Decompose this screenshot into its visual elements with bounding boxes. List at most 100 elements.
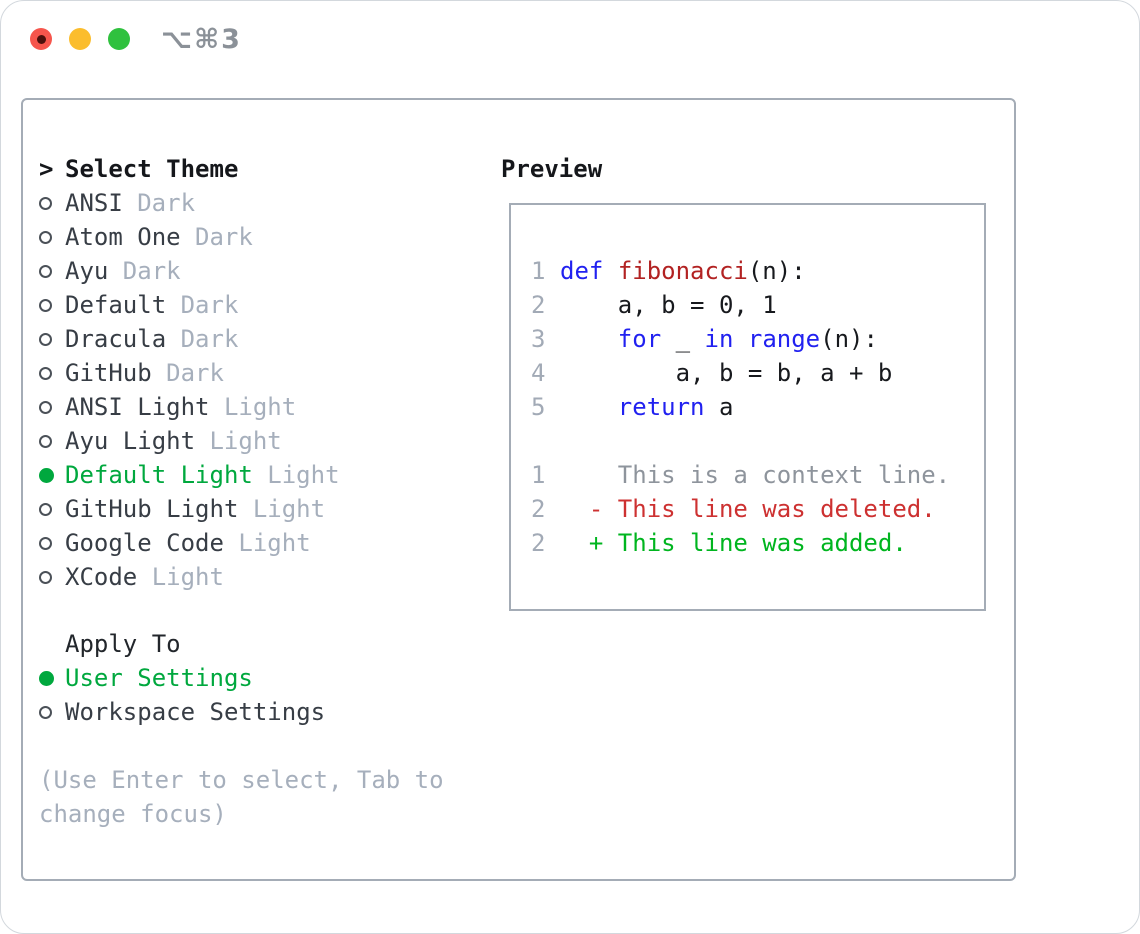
theme-name: GitHub Light [65,495,239,523]
close-button[interactable] [30,28,52,50]
record-dot-icon [36,34,46,44]
theme-name: ANSI Light [65,393,210,421]
radio-icon [39,196,52,210]
minimize-button[interactable] [69,28,91,50]
code-token: return [617,393,705,421]
code-text: return a [560,393,734,421]
theme-name: XCode [65,563,138,591]
radio-cell [39,230,65,244]
theme-name: Ayu Light [65,427,196,455]
theme-variant-label: Light [238,529,311,557]
theme-variant-label: Dark [166,359,224,387]
theme-option-ayu-light[interactable]: Ayu Light Light [39,424,444,458]
code-token: fibonacci [617,257,748,285]
radio-cell [39,366,65,380]
radio-cell [39,705,65,719]
code-text: for _ in range(n): [560,325,878,353]
radio-selected-icon [39,670,54,686]
help-text-line-1: (Use Enter to select, Tab to [39,766,444,794]
code-token: a, b = 0, 1 [560,291,777,319]
code-token: a, b = b, a + b [560,359,893,387]
code-token: _ [661,325,705,353]
diff-line-added: 2 + This line was added. [531,526,984,560]
apply-option-user-settings[interactable]: User Settings [39,661,444,695]
radio-cell [39,467,65,483]
code-token [733,325,747,353]
radio-icon [39,536,52,550]
theme-variant-label: Light [223,393,297,421]
theme-variant-label: Light [252,495,326,523]
radio-icon [39,230,52,244]
theme-option-default[interactable]: Default Dark [39,288,444,322]
theme-name: Default [65,291,167,319]
theme-variant-label: Light [209,427,282,455]
radio-cell [39,434,65,448]
radio-icon [39,570,52,584]
radio-cell [39,196,65,210]
code-line: 4 a, b = b, a + b [531,356,984,390]
code-text: def fibonacci(n): [560,257,806,285]
radio-selected-icon [39,467,54,483]
theme-option-github-light[interactable]: GitHub Light Light [39,492,444,526]
radio-cell [39,298,65,312]
code-token: a [704,393,734,421]
apply-to-header: Apply To [39,627,444,661]
line-number: 4 [531,359,546,387]
theme-option-xcode[interactable]: XCode Light [39,560,444,594]
theme-name: GitHub [65,359,152,387]
radio-cell [39,570,65,584]
theme-variant-label: Light [151,563,224,591]
code-token [560,325,618,353]
diff-line-context: 1 This is a context line. [531,458,984,492]
apply-option-workspace-settings[interactable]: Workspace Settings [39,695,444,729]
code-token: range [747,325,821,353]
line-number: 5 [531,393,546,421]
radio-cell [39,264,65,278]
theme-name: Atom One [65,223,181,251]
radio-icon [39,434,52,448]
radio-icon [39,264,52,278]
line-number: 2 [531,495,546,523]
code-text: a, b = b, a + b [560,359,893,387]
code-line: 5 return a [531,390,984,424]
radio-cell [39,502,65,516]
theme-option-github[interactable]: GitHub Dark [39,356,444,390]
theme-variant-label: Dark [180,291,239,319]
help-text-line-2: change focus) [39,800,227,828]
zoom-button[interactable] [108,28,130,50]
code-text: a, b = 0, 1 [560,291,777,319]
diff-text: - This line was deleted. [560,495,936,523]
theme-variant-label: Dark [122,257,181,285]
help-text: (Use Enter to select, Tab to change focu… [39,763,444,831]
radio-cell [39,400,65,414]
theme-name: ANSI [65,189,123,217]
theme-option-ansi-light[interactable]: ANSI Light Light [39,390,444,424]
line-number: 2 [531,291,546,319]
blank-line [531,424,984,458]
titlebar: ⌥⌘3 [30,24,242,55]
code-token: (n): [747,257,806,285]
theme-section-header: > Select Theme [39,152,444,186]
radio-cell [39,670,65,686]
code-token: def [560,257,604,285]
code-token: for [617,325,662,353]
diff-text: + This line was added. [560,529,907,557]
radio-icon [39,502,52,516]
preview-title: Preview [501,155,603,183]
radio-icon [39,332,52,346]
